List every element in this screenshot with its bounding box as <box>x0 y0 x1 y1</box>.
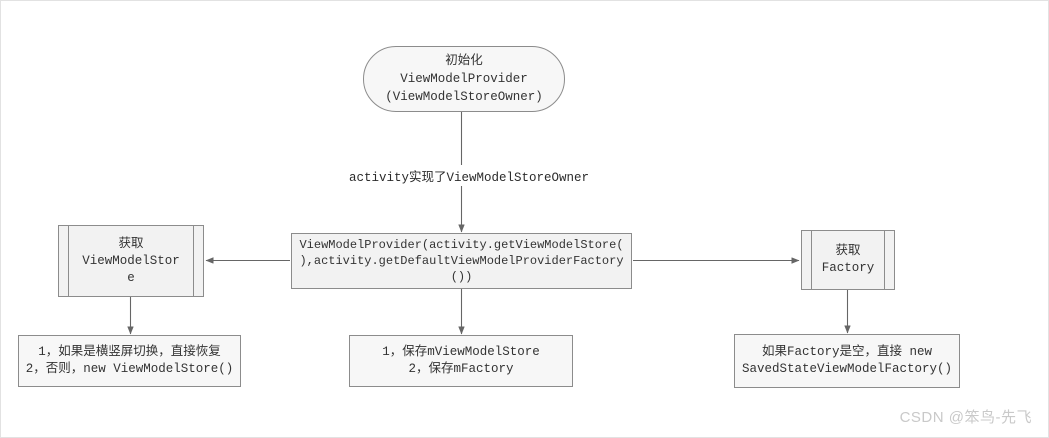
node-get-factory-label: 获取 Factory <box>821 244 875 275</box>
node-provider-label: ViewModelProvider(activity.getViewModelS… <box>299 238 624 284</box>
node-note-viewmodelstore-restore[interactable]: 1，如果是横竖屏切换，直接恢复 2，否则，new ViewModelStore(… <box>18 335 241 387</box>
subprocess-bar-right-icon <box>884 231 885 289</box>
node-get-store-label: 获取 ViewModelStor e <box>82 236 180 285</box>
node-note-center-label: 1，保存mViewModelStore 2，保存mFactory <box>382 345 540 376</box>
subprocess-bar-right-icon <box>193 226 194 296</box>
node-get-factory[interactable]: 获取 Factory <box>801 230 895 290</box>
node-get-viewmodelstore[interactable]: 获取 ViewModelStor e <box>58 225 204 297</box>
node-note-save-store-and-factory[interactable]: 1，保存mViewModelStore 2，保存mFactory <box>349 335 573 387</box>
node-start-label: 初始化 ViewModelProvider (ViewModelStoreOwn… <box>385 54 543 104</box>
edge-label-activity-implements: activity实现了ViewModelStoreOwner <box>346 165 593 186</box>
subprocess-bar-left-icon <box>68 226 69 296</box>
node-note-right-label: 如果Factory是空，直接 new SavedStateViewModelFa… <box>741 345 953 376</box>
node-initialize-viewmodelprovider[interactable]: 初始化 ViewModelProvider (ViewModelStoreOwn… <box>363 46 565 112</box>
csdn-watermark: CSDN @笨鸟-先飞 <box>899 409 1032 426</box>
subprocess-bar-left-icon <box>811 231 812 289</box>
node-note-left-label: 1，如果是横竖屏切换，直接恢复 2，否则，new ViewModelStore(… <box>25 345 234 376</box>
node-viewmodelprovider-constructor[interactable]: ViewModelProvider(activity.getViewModelS… <box>291 233 632 289</box>
node-note-savedstate-factory[interactable]: 如果Factory是空，直接 new SavedStateViewModelFa… <box>734 334 960 388</box>
